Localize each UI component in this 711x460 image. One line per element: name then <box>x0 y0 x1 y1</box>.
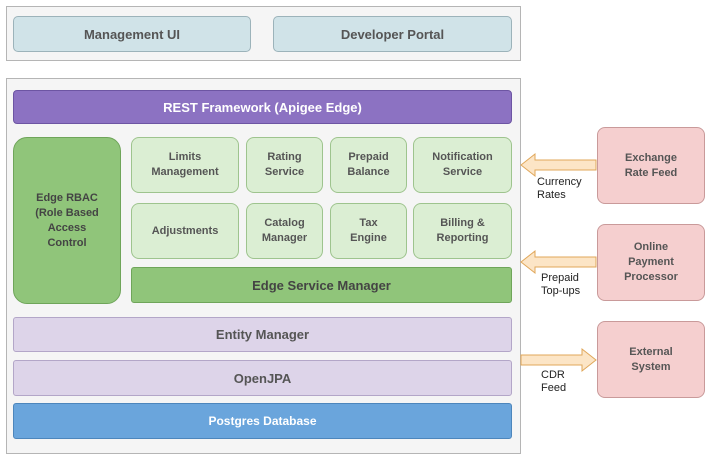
adjustments-box: Adjustments <box>131 203 239 259</box>
billing-reporting-box: Billing & Reporting <box>413 203 512 259</box>
limits-management-box: Limits Management <box>131 137 239 193</box>
catalog-manager-box: Catalog Manager <box>246 203 323 259</box>
cdr-feed-arrow <box>520 347 597 373</box>
external-system-box: External System <box>597 321 705 398</box>
entity-manager-bar: Entity Manager <box>13 317 512 352</box>
developer-portal-box: Developer Portal <box>273 16 512 52</box>
rating-service-box: Rating Service <box>246 137 323 193</box>
notification-service-box: Notification Service <box>413 137 512 193</box>
prepaid-topups-arrow <box>520 249 597 275</box>
exchange-rate-feed-box: Exchange Rate Feed <box>597 127 705 204</box>
prepaid-topups-label: Prepaid Top-ups <box>541 272 581 297</box>
currency-rates-arrow <box>520 152 597 178</box>
online-payment-processor-box: Online Payment Processor <box>597 224 705 301</box>
tax-engine-box: Tax Engine <box>330 203 407 259</box>
currency-rates-label: Currency Rates <box>537 176 582 201</box>
postgres-database-bar: Postgres Database <box>13 403 512 439</box>
rest-framework-bar: REST Framework (Apigee Edge) <box>13 90 512 124</box>
prepaid-balance-box: Prepaid Balance <box>330 137 407 193</box>
cdr-feed-label: CDR Feed <box>541 369 567 394</box>
edge-service-manager-bar: Edge Service Manager <box>131 267 512 303</box>
openjpa-bar: OpenJPA <box>13 360 512 396</box>
management-ui-box: Management UI <box>13 16 251 52</box>
edge-rbac-box: Edge RBAC (Role Based Access Control <box>13 137 121 304</box>
